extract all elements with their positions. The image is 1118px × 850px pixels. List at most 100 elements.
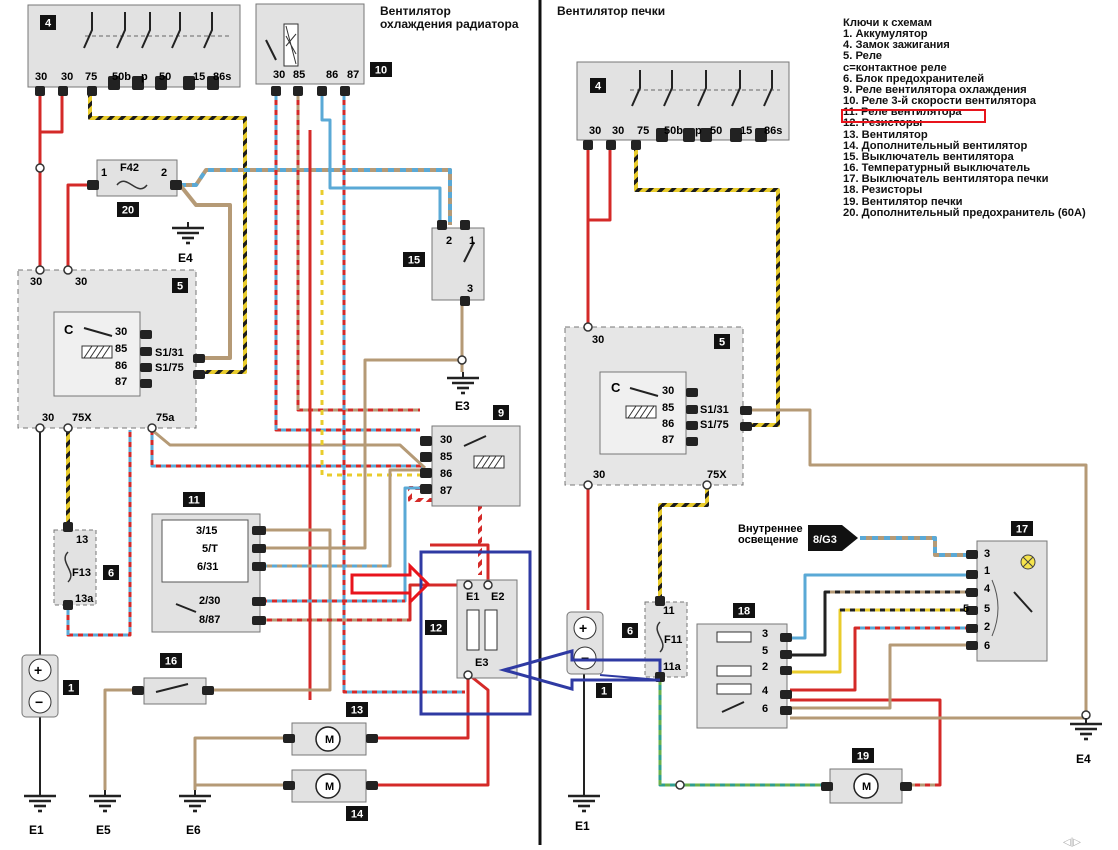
pin-connector [317, 86, 327, 96]
legend: Ключи к схемам 1. Аккумулятор 4. Замок з… [843, 17, 1113, 219]
relay-5-left [17, 269, 197, 429]
pin-connector [700, 128, 712, 142]
junction-node [1081, 710, 1091, 720]
legend-item: 14. Дополнительный вентилятор [843, 139, 1028, 152]
svg-text:5: 5 [177, 281, 183, 293]
junction-node [35, 265, 45, 275]
pin-connector [293, 86, 303, 96]
pin-label: S1/75 [700, 419, 729, 431]
pin-label: 5 [762, 645, 768, 657]
pin-label: 30 [75, 276, 87, 288]
pin-label: 2 [446, 235, 452, 247]
battery-plus: + [34, 662, 42, 678]
pin-label: 30 [440, 434, 452, 446]
component-badge-b18: 18 [733, 603, 755, 618]
legend-item: 20. Дополнительный предохранитель (60A) [843, 206, 1086, 219]
pin-label: 86 [115, 360, 127, 372]
pin-label: 11a [663, 661, 682, 673]
pin-connector [655, 596, 665, 606]
pin-connector [420, 436, 432, 446]
component-badge-b13: 13 [346, 702, 368, 717]
pin-connector [740, 406, 752, 415]
ground-e1-left [22, 788, 58, 813]
legend-title: Ключи к схемам [843, 17, 932, 29]
pin-connector [87, 180, 99, 190]
ground-e5 [87, 788, 123, 813]
connector-8-g3: 8/G3 [813, 534, 837, 546]
pin-connector [420, 484, 432, 494]
pin-connector [63, 522, 73, 532]
pin-label: 30 [662, 385, 674, 397]
pin-connector [583, 140, 593, 150]
pin-label: E1 [466, 591, 479, 603]
legend-item: 19. Вентилятор печки [843, 195, 963, 208]
pin-connector [183, 76, 195, 90]
junction-node [35, 163, 45, 173]
pin-connector [271, 86, 281, 96]
ground-e1-right [566, 788, 602, 813]
pin-label: 85 [293, 69, 305, 81]
pin-label: 85 [115, 343, 127, 355]
pin-label: 75 [85, 71, 97, 83]
ground-label: E3 [455, 399, 470, 413]
pin-label: 75X [72, 412, 92, 424]
pin-connector [686, 388, 698, 397]
pin-label: 3 [467, 283, 473, 295]
fuse-name: F11 [664, 634, 682, 646]
pin-label: 15 [193, 71, 205, 83]
pin-connector [686, 405, 698, 414]
blue-arrow [498, 649, 662, 691]
legend-item: 11. Реле вентилятора [843, 106, 962, 119]
component-badge-b16: 16 [160, 653, 182, 668]
pin-label: 2 [161, 167, 167, 179]
pin-connector [656, 128, 668, 142]
pin-connector [460, 296, 470, 306]
fan-14-m: M [325, 781, 334, 793]
component-badge-b6b: 6 [622, 623, 638, 638]
component-badge-b20: 20 [117, 202, 139, 217]
fan-13-m: M [325, 734, 334, 746]
pin-label: 6 [984, 640, 990, 652]
pin-connector [966, 588, 978, 597]
labels-right: Вентилятор печки 30 30 75 50b p 50 15 86… [557, 4, 991, 793]
legend-highlight-box [841, 109, 986, 123]
pin-connector [340, 86, 350, 96]
pin-connector [132, 76, 144, 90]
ground-label: E6 [186, 823, 201, 837]
pin-label: 30 [593, 469, 605, 481]
connector-pins [35, 76, 1091, 791]
svg-text:20: 20 [122, 205, 134, 217]
red-arrow [350, 562, 431, 606]
pin-connector [87, 86, 97, 96]
svg-text:5: 5 [719, 337, 725, 349]
pin-connector [966, 550, 978, 559]
pin-connector [606, 140, 616, 150]
pin-connector [683, 128, 695, 142]
pin-label: 13a [75, 593, 94, 605]
pin-label: 75 [637, 125, 649, 137]
pin-label: 3 [762, 628, 768, 640]
ground-label: E1 [29, 823, 44, 837]
pin-label: 86s [764, 125, 782, 137]
interior-light-1: Внутреннее [738, 523, 803, 535]
svg-text:1: 1 [601, 686, 607, 698]
pin-connector [780, 650, 792, 659]
ground-label: E4 [1076, 752, 1091, 766]
pin-connector [686, 421, 698, 430]
pin-connector [780, 666, 792, 675]
connector-arrow [808, 525, 858, 551]
pin-connector [420, 468, 432, 478]
pin-connector [132, 686, 144, 695]
svg-text:19: 19 [857, 751, 869, 763]
junction-node [147, 423, 157, 433]
pin-label: 1 [469, 235, 475, 247]
pin-label: 4 [762, 685, 769, 697]
ground-e4-left [170, 220, 206, 245]
pin-label: 30 [30, 276, 42, 288]
pin-label: 2/30 [199, 595, 220, 607]
pin-connector [420, 452, 432, 462]
pin-label: 86 [440, 468, 452, 480]
component-badge-b1a: 1 [63, 680, 79, 695]
component-badge-b14: 14 [346, 806, 368, 821]
